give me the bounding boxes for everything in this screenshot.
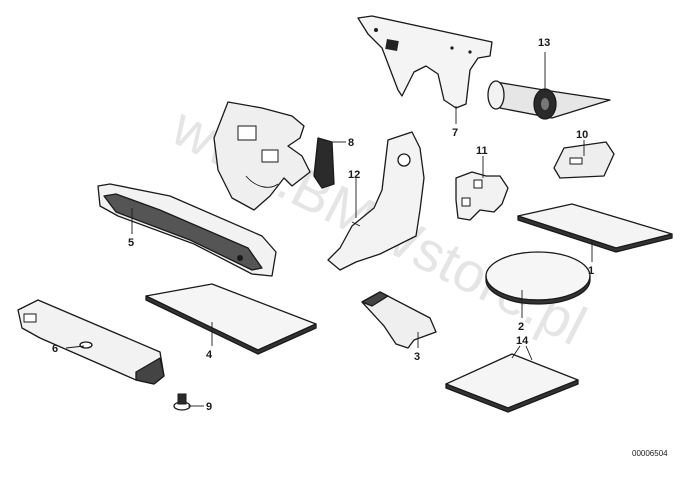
part-1-pad[interactable] [517,203,673,253]
part-14-mat[interactable] [445,353,579,413]
part-9-clip[interactable] [173,393,191,411]
diagram-reference-code: 00006504 [632,449,668,458]
callout-7: 7 [452,127,458,139]
callout-12: 12 [348,169,360,181]
part-7-bracket[interactable] [357,15,493,109]
part-3-insert[interactable] [361,291,437,349]
callout-8: 8 [348,137,354,149]
callout-10: 10 [576,129,588,141]
part-4-board[interactable] [145,283,317,355]
part-8-curved-bracket[interactable] [213,101,335,211]
part-10-insert[interactable] [553,141,615,179]
part-13-roll[interactable] [487,80,611,120]
part-11-bracket[interactable] [455,171,509,221]
callout-9: 9 [206,401,212,413]
callout-1: 1 [588,265,594,277]
part-12-panel[interactable] [327,131,425,271]
callout-14: 14 [516,335,529,347]
leader-lines [65,52,593,407]
callout-4: 4 [206,349,213,361]
callout-11: 11 [476,145,488,157]
callout-6: 6 [52,343,58,355]
callout-3: 3 [414,351,420,363]
callout-13: 13 [538,37,550,49]
callout-2: 2 [518,321,524,333]
callout-labels: 7 13 8 12 11 10 5 1 2 4 3 6 14 9 [52,37,594,413]
callout-5: 5 [128,237,134,249]
part-2-oval-mat[interactable] [485,251,591,305]
part-5-strip[interactable] [97,183,277,277]
part-6-cover[interactable] [17,299,165,385]
